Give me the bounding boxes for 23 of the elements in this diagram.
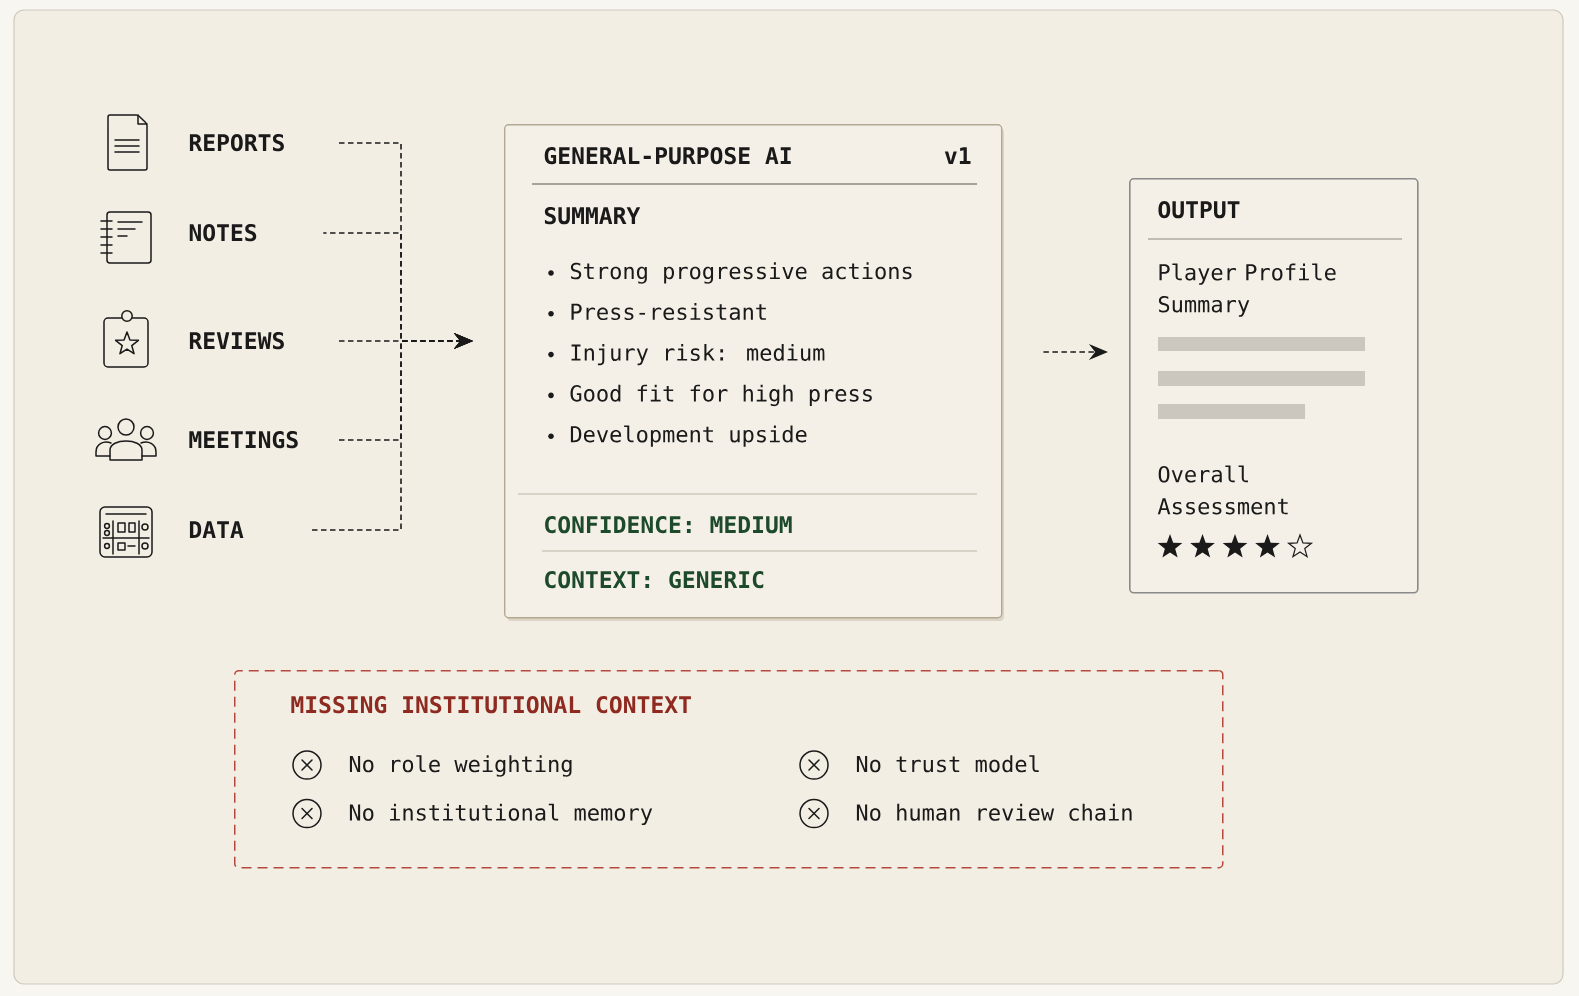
list-item: No trust model [856,755,1039,773]
list-item: Injury risk: medium [571,343,825,366]
source-label: REPORTS [189,133,284,152]
version-label: v1 [944,147,971,164]
list-item: No human review chain [856,803,1132,821]
body-text: Overall Assessment [1157,465,1288,515]
source-label: NOTES [189,223,257,242]
list-item: No role weighting [349,755,572,777]
list-item: Development upside [570,425,807,447]
callout-heading: MISSING INSTITUTIONAL CONTEXT [291,695,691,714]
list-item: No institutional memory [349,803,653,826]
source-label: DATA [189,521,244,538]
body-text: Player Profile Summary [1158,263,1336,317]
source-label: REVIEWS [189,331,284,350]
section-heading: SUMMARY [544,206,641,225]
list-item: Press-resistant [571,303,766,321]
card-heading: GENERAL-PURPOSE AI [544,146,791,165]
source-label: MEETINGS [189,430,298,449]
status-text: CONTEXT: GENERIC [545,570,764,589]
status-text: CONFIDENCE: MEDIUM [545,515,792,534]
list-item: Good fit for high press [570,384,872,407]
list-item: Strong progressive actions [570,262,912,284]
card-heading: OUTPUT [1158,200,1240,219]
